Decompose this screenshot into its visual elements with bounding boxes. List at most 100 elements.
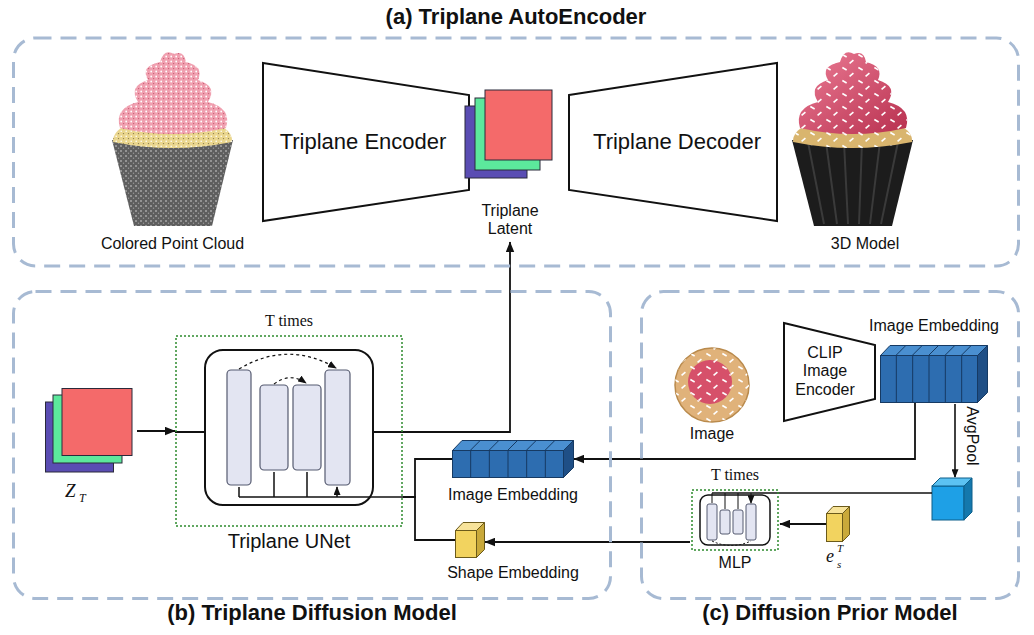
encoder-trapezoid: Triplane Encoder [262, 62, 470, 222]
node-text: Triplane UNet [175, 530, 403, 553]
image-embedding: Image Embedding [880, 345, 988, 403]
noise-latent: ZT [45, 388, 137, 474]
panel-outline-part [642, 292, 1019, 599]
node-text: T times [175, 312, 403, 330]
encoder-trapezoid-outline-part [263, 63, 469, 221]
pooled-embedding [712, 404, 972, 520]
textured-cupcake [792, 52, 913, 226]
connector-arrow [403, 497, 455, 540]
node-text: Image [662, 425, 762, 443]
pooled-embedding-part [954, 404, 956, 477]
shape-embedding-noise-outline-part [827, 514, 843, 542]
node-text: CLIP Image Encoder [789, 344, 861, 399]
image-embedding-outline-part [929, 355, 930, 403]
noise-latent-outline-part [62, 389, 132, 456]
mlp-layers-part [707, 504, 717, 540]
node-text: Colored Point Cloud [75, 235, 270, 253]
connector-arrow [137, 430, 175, 432]
node-text: T [837, 542, 847, 555]
unet-layers-part [227, 370, 251, 485]
node-text: s [837, 558, 847, 571]
node-text: (b) Triplane Diffusion Model [12, 600, 612, 625]
connector-arrow [403, 459, 452, 497]
image-embedding-outline-part [564, 441, 574, 478]
image-embedding-outline-part [896, 355, 897, 403]
image-embedding-outline-part [489, 450, 490, 478]
point-cloud-cupcake-part [119, 52, 227, 134]
node-text: (a) Triplane AutoEncoder [12, 4, 1020, 29]
image-embedding-outline-part [527, 440, 537, 450]
node-text: e [826, 546, 838, 567]
image-embedding-outline [880, 345, 988, 403]
image-embedding-outline-part [508, 450, 509, 478]
unet-layers-part [175, 431, 403, 433]
textured-cupcake-part [808, 142, 898, 224]
pooled-embedding-part [964, 478, 972, 520]
prior-mlp-outline-part [692, 490, 778, 550]
triplane-latent-outline-part [485, 90, 552, 160]
image-embedding-outline-part [912, 355, 913, 403]
clip-encoder-trapezoid: CLIP Image Encoder [783, 322, 876, 422]
image-embedding-outline-part [978, 346, 988, 403]
image-embedding-outline-part [945, 345, 955, 355]
unet-layers-part [239, 354, 336, 369]
image-embedding-outline [452, 440, 574, 478]
node-text: T [79, 492, 93, 506]
shape-embedding-outline-part [456, 531, 477, 558]
unet-layers-part [293, 385, 321, 470]
image-embedding-outline-part [881, 346, 988, 356]
node-text: (c) Diffusion Prior Model [640, 600, 1020, 625]
triplane-unet: T timesTriplane UNet [175, 310, 403, 555]
clip-encoder-trapezoid-outline-part [784, 323, 875, 421]
image-embedding: Image Embedding [452, 440, 574, 478]
textured-cupcake-part [799, 52, 907, 134]
image-embedding-outline-part [545, 440, 555, 450]
shape-embedding-outline [455, 522, 485, 558]
point-cloud-cupcake-part [119, 52, 227, 134]
image-embedding-outline-part [471, 440, 481, 450]
cookie-image-part [675, 348, 749, 422]
pooled-embedding-part [712, 492, 932, 494]
mlp-layers-part [720, 510, 730, 534]
node-text: Triplane Encoder [270, 129, 456, 154]
point-cloud-cupcake-part [112, 140, 233, 226]
textured-cupcake-part [799, 52, 907, 134]
unet-layers [175, 354, 403, 497]
decoder-trapezoid: Triplane Decoder [568, 62, 778, 222]
unet-layers-part [239, 496, 403, 498]
image-embedding-outline-part [929, 345, 939, 355]
image-embedding-outline-part [961, 355, 962, 403]
decoder-trapezoid-outline-part [569, 63, 777, 221]
node-text: MLP [690, 554, 780, 572]
connector-arrow [574, 403, 915, 459]
cookie-image-part [688, 360, 732, 404]
node-text: Image Embedding [854, 317, 1014, 335]
triplane-unet-outline-part [205, 350, 373, 505]
cookie-image-part [688, 360, 732, 404]
panel: (a) Triplane AutoEncoderColored Point Cl… [12, 2, 1020, 268]
triplane-unet-outline [175, 310, 403, 555]
node-text: Triplane Decoder [584, 129, 770, 154]
unet-layers-part [325, 370, 350, 485]
panel: (b) Triplane Diffusion Model ZT T timesTri… [12, 290, 612, 630]
image-embedding-outline-part [962, 345, 972, 355]
node-text: Image Embedding [428, 486, 598, 504]
node-text: T times [690, 466, 780, 484]
shape-embedding-noise: esT [826, 506, 850, 542]
panel-outline-part [14, 38, 1019, 266]
image-embedding-outline-part [489, 440, 499, 450]
image-embedding-outline-part [913, 345, 923, 355]
node-text: 3D Model [780, 235, 950, 253]
point-cloud-cupcake-part [112, 140, 233, 226]
shape-embedding-noise-outline [826, 506, 850, 542]
prior-mlp: T timesMLP [690, 466, 780, 576]
image-embedding-outline-part [896, 345, 906, 355]
unet-layers-part [239, 472, 337, 497]
shape-embedding-outline-part [477, 523, 485, 558]
triplane-unet-outline-part [176, 336, 402, 526]
point-cloud-cupcake [112, 52, 233, 226]
image-figure: Image [672, 345, 752, 425]
operation-label: AvgPool [963, 404, 981, 468]
